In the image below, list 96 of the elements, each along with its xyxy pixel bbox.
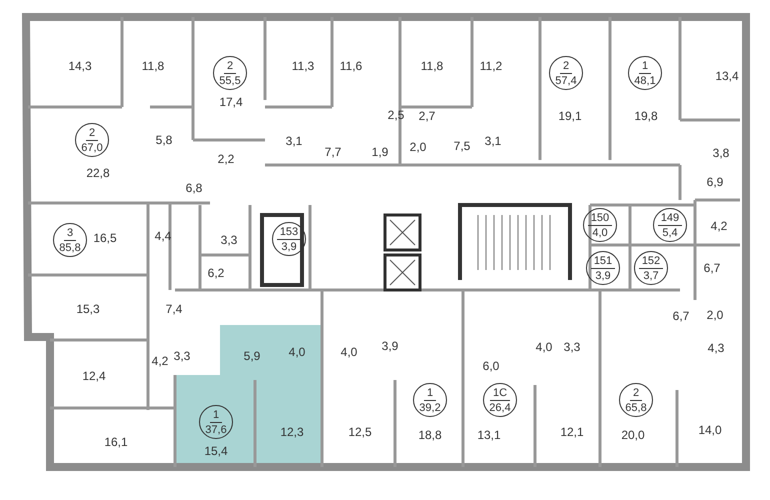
room-area: 1,9 <box>372 145 388 159</box>
room-area: 16,5 <box>93 231 117 245</box>
room-area: 11,2 <box>480 59 502 73</box>
room-count: 2 <box>630 386 642 400</box>
apartment-badge <box>213 56 247 90</box>
apartment-badge <box>413 383 447 417</box>
room-count: 2 <box>560 60 572 74</box>
apartment-badge <box>619 383 653 417</box>
apartment-area: 5,4 <box>662 226 678 238</box>
room-area: 11,6 <box>340 59 362 73</box>
room-area: 11,8 <box>142 59 164 73</box>
apartment-area: 57,4 <box>555 74 577 86</box>
room-area: 4,0 <box>288 345 306 359</box>
room-area: 3,1 <box>286 134 302 148</box>
room-area: 4,0 <box>536 340 552 354</box>
room-count: 149 <box>658 212 682 226</box>
apartment-area: 55,5 <box>219 74 241 86</box>
room-count: 151 <box>590 254 616 268</box>
room-area: 6,7 <box>704 261 720 275</box>
apartment-area: 3,9 <box>595 268 611 282</box>
room-area: 2,5 <box>388 108 404 122</box>
apartment-badge <box>583 208 617 242</box>
room-area: 13,4 <box>715 69 739 83</box>
room-count: 2 <box>224 60 236 74</box>
room-area: 6,2 <box>208 266 224 280</box>
room-area: 3,3 <box>564 340 580 354</box>
apartment-area: 48,1 <box>634 74 656 86</box>
apartment-badge <box>53 223 87 257</box>
room-area: 15,3 <box>76 302 100 316</box>
apartment-badge <box>75 123 109 157</box>
apartment-area: 37,6 <box>205 422 227 436</box>
room-area: 3,8 <box>712 146 730 160</box>
room-area: 11,3 <box>292 59 314 73</box>
room-area: 17,4 <box>219 95 243 109</box>
room-area: 12,4 <box>82 369 106 383</box>
room-area: 4,3 <box>708 341 724 355</box>
room-area: 12,5 <box>348 425 372 439</box>
apartment-badge <box>199 405 233 439</box>
room-area: 19,8 <box>634 109 658 123</box>
room-area: 15,4 <box>204 444 228 458</box>
apartment-badge <box>586 251 620 285</box>
room-area: 6,9 <box>706 175 724 189</box>
room-area: 3,1 <box>484 134 502 148</box>
room-count: 150 <box>588 212 612 226</box>
room-area: 20,0 <box>621 428 645 442</box>
room-area: 7,4 <box>166 302 182 316</box>
room-area: 5,8 <box>156 133 172 147</box>
room-area: 22,8 <box>86 166 110 180</box>
apartment-badge <box>272 222 306 256</box>
room-count: 153 <box>276 226 302 240</box>
apartment-area: 65,8 <box>625 400 647 414</box>
room-area: 19,1 <box>558 109 582 123</box>
room-area: 12,3 <box>280 425 304 439</box>
room-area: 4,2 <box>710 219 728 233</box>
room-area: 6,0 <box>482 359 500 373</box>
apartment-area: 3,9 <box>281 240 297 252</box>
room-count: 152 <box>638 254 664 268</box>
room-area: 3,3 <box>220 233 238 247</box>
apartment-area: 26,4 <box>489 400 511 414</box>
room-area: 14,3 <box>68 59 92 73</box>
room-area: 4,0 <box>340 345 358 359</box>
apartment-badge <box>634 251 668 285</box>
room-area: 2,0 <box>706 308 724 322</box>
room-area: 2,0 <box>410 140 426 154</box>
apartment-area: 3,7 <box>643 268 659 282</box>
room-count: 2 <box>86 126 98 140</box>
apartment-area: 39,2 <box>419 400 441 414</box>
room-area: 6,8 <box>186 181 202 195</box>
room-area: 18,8 <box>418 428 442 442</box>
apartment-area: 85,8 <box>59 240 81 254</box>
apartment-badge <box>653 208 687 242</box>
apartment-badge <box>549 56 583 90</box>
room-area: 3,3 <box>174 349 190 363</box>
room-count: 3 <box>64 226 76 240</box>
room-area: 7,7 <box>324 145 342 159</box>
room-area: 11,8 <box>420 59 444 73</box>
room-area: 5,9 <box>244 349 260 363</box>
room-count: 1 <box>424 386 436 400</box>
room-area: 4,4 <box>154 229 172 243</box>
room-area: 2,7 <box>418 109 436 123</box>
room-count: 1С <box>490 386 510 400</box>
room-area: 3,9 <box>382 339 398 353</box>
apartment-badge <box>483 383 517 417</box>
room-count: 1 <box>638 60 652 74</box>
apartment-badge <box>628 56 662 90</box>
room-area: 6,7 <box>672 309 690 323</box>
apartment-area: 4,0 <box>592 226 608 238</box>
room-area: 12,1 <box>560 425 584 439</box>
room-area: 16,1 <box>104 435 128 449</box>
room-area: 4,2 <box>152 354 168 368</box>
apartment-area: 67,0 <box>81 140 103 154</box>
room-area: 14,0 <box>698 423 722 437</box>
room-area: 7,5 <box>454 139 470 153</box>
room-area: 13,1 <box>477 428 501 442</box>
room-area: 2,2 <box>218 152 234 166</box>
room-count: 1 <box>210 408 222 422</box>
